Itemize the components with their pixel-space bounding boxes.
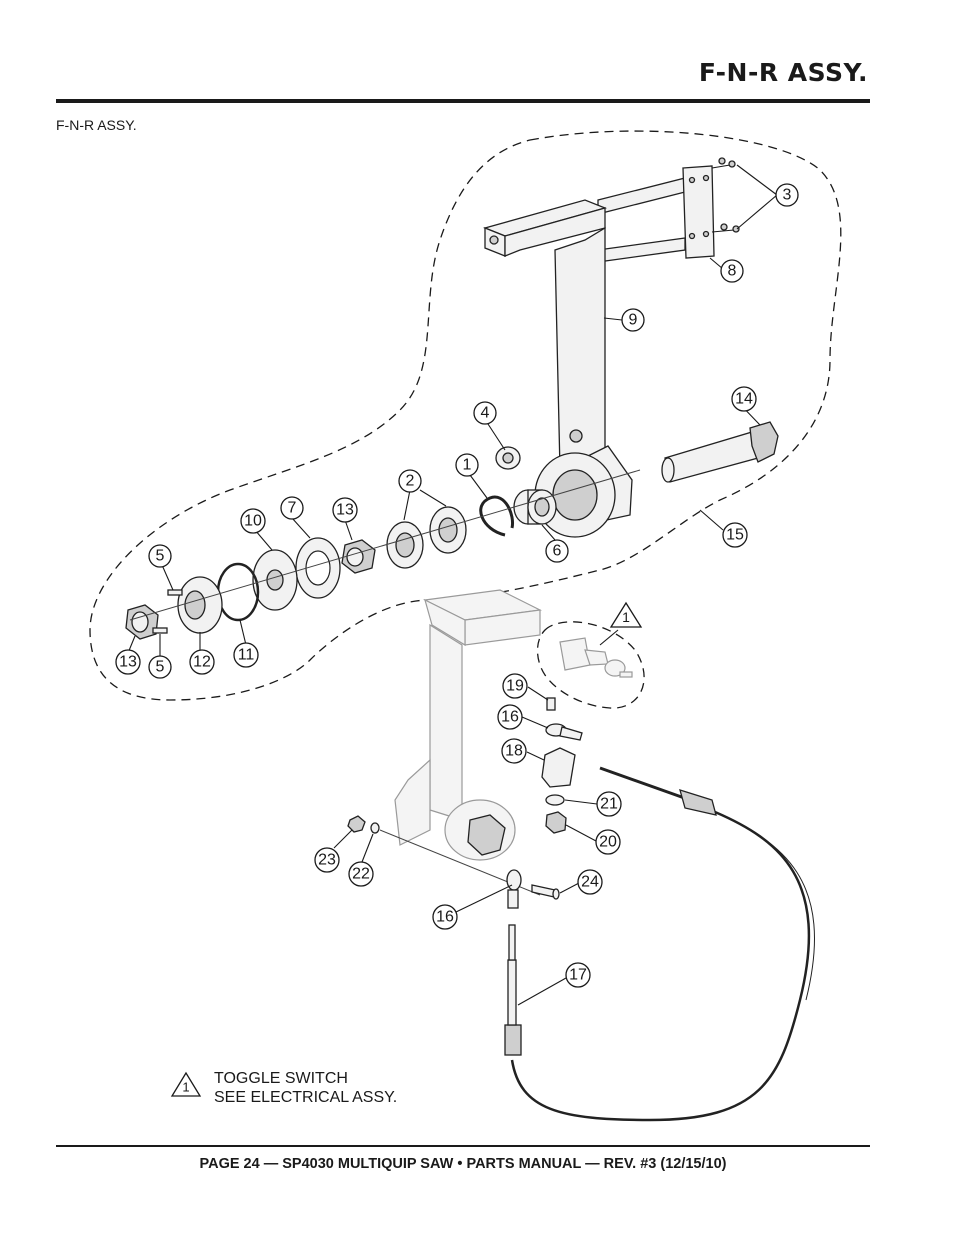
control-cable [504, 766, 815, 1122]
note-line-1: TOGGLE SWITCH [214, 1070, 348, 1087]
callout-7: 7 [280, 496, 304, 520]
callout-label: 16 [501, 709, 519, 726]
callout-label: 9 [629, 312, 638, 329]
callout-17: 17 [565, 962, 591, 988]
lock-nut [545, 811, 567, 834]
callout-label: 13 [119, 654, 137, 671]
note-triangle-icon [170, 1071, 202, 1097]
bushing [513, 489, 557, 525]
callout-15: 15 [722, 522, 748, 548]
callout-label: 14 [735, 391, 753, 408]
callout-label: 24 [581, 874, 599, 891]
callout-23: 23 [314, 847, 340, 873]
assembly-axis [129, 469, 641, 621]
callout-11: 11 [233, 642, 259, 668]
toggle-switch-boundary [536, 621, 645, 709]
page-footer: PAGE 24 — SP4030 MULTIQUIP SAW • PARTS M… [199, 1156, 727, 1172]
header-rule [56, 99, 870, 103]
callout-label: 19 [506, 678, 524, 695]
callout-24: 24 [577, 869, 603, 895]
rod-end-lower [506, 869, 522, 909]
callout-19: 19 [502, 673, 528, 699]
washer-small [370, 822, 380, 834]
pivot-pin [661, 421, 779, 483]
callout-label: 17 [569, 967, 587, 984]
page-title: F-N-R ASSY. [698, 58, 868, 87]
callout-label: 12 [193, 654, 211, 671]
callout-12: 12 [189, 649, 215, 675]
callout-label: 22 [352, 866, 370, 883]
flat-washer [545, 794, 565, 806]
nut-upper [341, 539, 376, 574]
callout-label: 8 [728, 263, 737, 280]
note-line-2: SEE ELECTRICAL ASSY. [214, 1089, 397, 1106]
mounting-bar [597, 177, 686, 263]
callout-label: 2 [406, 473, 415, 490]
callout-label: 10 [244, 513, 262, 530]
callout-label: 23 [318, 852, 336, 869]
callout-label: 20 [599, 834, 617, 851]
callout-label: 21 [600, 796, 618, 813]
callout-21: 21 [596, 791, 622, 817]
callout-20: 20 [595, 829, 621, 855]
callout-13-upper: 13 [332, 497, 358, 523]
retaining-ring [479, 495, 515, 537]
callout-label: 18 [505, 743, 523, 760]
callout-9: 9 [621, 308, 645, 332]
callout-label: 16 [436, 909, 454, 926]
callout-5-lower: 5 [148, 655, 172, 679]
callout-label: 7 [288, 500, 297, 517]
callout-5-upper: 5 [148, 544, 172, 568]
note-triangle-label: 1 [182, 1080, 189, 1095]
callout-13-lower: 13 [115, 649, 141, 675]
diagram-subtitle: F-N-R ASSY. [56, 117, 137, 133]
callout-22: 22 [348, 861, 374, 887]
callout-label: 13 [336, 502, 354, 519]
warning-triangle-callout: 1 [609, 601, 643, 628]
cam-plate [252, 549, 298, 611]
mounting-plate [682, 165, 715, 259]
callout-18: 18 [501, 738, 527, 764]
callout-label: 11 [238, 647, 255, 664]
callout-label: 3 [783, 187, 792, 204]
hub [177, 576, 223, 634]
callout-label: 6 [553, 543, 562, 560]
washer [295, 537, 341, 599]
footer-rule [56, 1145, 870, 1147]
callout-14: 14 [731, 386, 757, 412]
nut-small [347, 815, 366, 833]
callout-label: 15 [726, 527, 744, 544]
callout-2: 2 [398, 469, 422, 493]
spacer [495, 446, 521, 470]
callout-label: 5 [156, 548, 165, 565]
triangle-label: 1 [622, 609, 630, 625]
callout-1: 1 [455, 453, 479, 477]
callout-6: 6 [545, 539, 569, 563]
toggle-switch-note: 1 TOGGLE SWITCH SEE ELECTRICAL ASSY. [170, 1070, 397, 1106]
bearings [386, 506, 467, 569]
shoulder-bolt [531, 884, 560, 900]
callout-16-lower: 16 [432, 904, 458, 930]
rod-end-upper [545, 723, 583, 741]
bolts [152, 589, 183, 634]
socket-screw [546, 697, 556, 711]
block [541, 747, 576, 788]
leader-lines [127, 164, 778, 1006]
callout-label: 4 [481, 405, 490, 422]
nut-lower [125, 604, 159, 640]
callout-8: 8 [720, 259, 744, 283]
callout-10: 10 [240, 508, 266, 534]
toggle-switch [559, 637, 633, 678]
callout-4: 4 [473, 401, 497, 425]
callout-16-upper: 16 [497, 704, 523, 730]
lower-assembly-ghost [394, 589, 543, 861]
screws [711, 157, 740, 233]
callout-3: 3 [775, 183, 799, 207]
callout-label: 5 [156, 659, 165, 676]
callout-label: 1 [463, 457, 472, 474]
